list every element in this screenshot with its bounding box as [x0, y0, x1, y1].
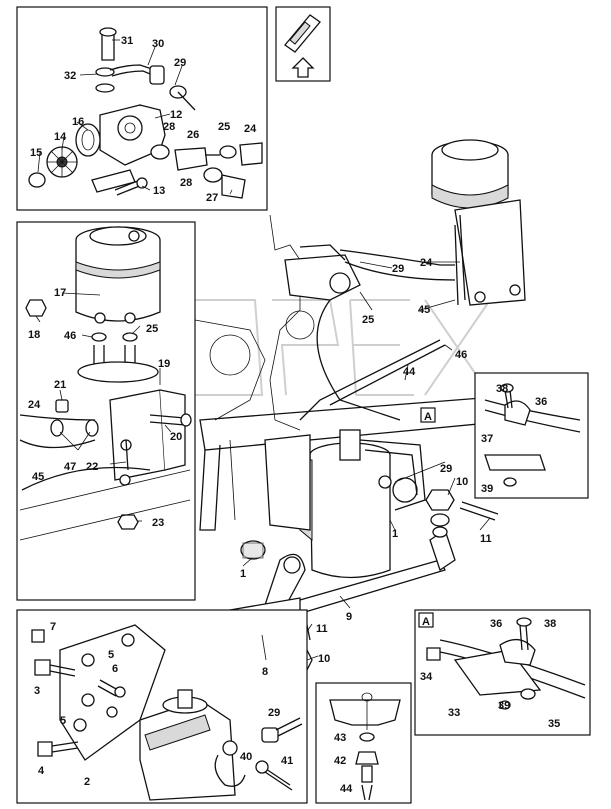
watermark	[183, 299, 491, 396]
label-39b: 39	[498, 700, 510, 712]
label-15: 15	[30, 147, 42, 159]
label-8: 8	[262, 666, 268, 678]
label-44a: 44	[403, 366, 416, 378]
inset-pump-exploded	[16, 6, 268, 211]
label-5b: 5	[60, 715, 66, 727]
label-16: 16	[72, 116, 84, 128]
label-31: 31	[121, 35, 133, 47]
label-28a: 28	[163, 121, 175, 133]
label-42: 42	[334, 755, 346, 767]
callout-a-inset: A	[422, 616, 430, 628]
inset-clamp-detail	[474, 372, 589, 499]
inset-gear-mount	[16, 609, 308, 804]
label-41: 41	[281, 755, 293, 767]
label-17: 17	[54, 287, 66, 299]
label-45a: 45	[418, 304, 430, 316]
label-12: 12	[170, 109, 182, 121]
label-7: 7	[50, 621, 56, 633]
label-35: 35	[548, 718, 560, 730]
label-10a: 10	[456, 476, 468, 488]
label-29d: 29	[268, 707, 280, 719]
label-5a: 5	[108, 649, 114, 661]
label-29b: 29	[392, 263, 404, 275]
label-25a: 25	[218, 121, 230, 133]
label-29a: 29	[174, 57, 186, 69]
label-11a: 11	[480, 533, 492, 545]
inset-fitting-stack	[315, 682, 412, 804]
label-33: 33	[448, 707, 460, 719]
label-13: 13	[153, 185, 165, 197]
label-3: 3	[34, 685, 40, 697]
label-25c: 25	[146, 323, 158, 335]
label-40: 40	[240, 751, 252, 763]
inset-orientation	[275, 6, 331, 82]
label-18: 18	[28, 329, 40, 341]
label-9: 9	[346, 611, 352, 623]
label-32: 32	[64, 70, 76, 82]
label-23: 23	[152, 517, 164, 529]
label-46a: 46	[455, 349, 467, 361]
label-44b: 44	[340, 783, 353, 795]
label-39a: 39	[481, 483, 493, 495]
label-38a: 38	[496, 383, 508, 395]
label-30: 30	[152, 38, 164, 50]
label-24a: 24	[244, 123, 257, 135]
label-36a: 36	[535, 396, 547, 408]
label-2: 2	[84, 776, 90, 788]
label-14: 14	[54, 131, 67, 143]
inset-detail-a	[414, 609, 591, 736]
label-36b: 36	[490, 618, 502, 630]
label-21: 21	[54, 379, 66, 391]
label-1b: 1	[240, 568, 246, 580]
label-25b: 25	[362, 314, 374, 326]
label-27: 27	[206, 192, 218, 204]
part-labels: 31 30 32 29 12 16 14 28 26 25 24 15 28 1…	[28, 35, 560, 795]
label-10b: 10	[318, 653, 330, 665]
label-24c: 24	[28, 399, 41, 411]
label-11b: 11	[316, 623, 328, 635]
label-46b: 46	[64, 330, 76, 342]
label-34: 34	[420, 671, 433, 683]
label-20: 20	[170, 431, 182, 443]
label-19: 19	[158, 358, 170, 370]
callout-a-main: A	[424, 411, 432, 423]
label-43: 43	[334, 732, 346, 744]
label-45b: 45	[32, 471, 44, 483]
label-26: 26	[187, 129, 199, 141]
label-24b: 24	[420, 257, 433, 269]
label-1a: 1	[392, 528, 398, 540]
label-28b: 28	[180, 177, 192, 189]
label-6: 6	[112, 663, 118, 675]
label-47: 47	[64, 461, 76, 473]
label-4: 4	[38, 765, 45, 777]
label-29c: 29	[440, 463, 452, 475]
label-22: 22	[86, 461, 98, 473]
label-37: 37	[481, 433, 493, 445]
inset-reservoir-mount	[16, 221, 196, 601]
label-38b: 38	[544, 618, 556, 630]
leader-lines	[35, 39, 491, 661]
